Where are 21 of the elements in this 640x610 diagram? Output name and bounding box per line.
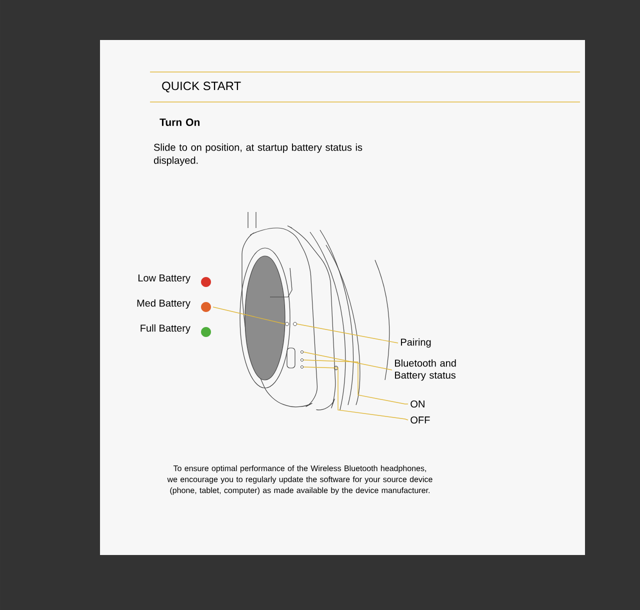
leader-line	[296, 324, 398, 344]
legend-label: Low Battery	[138, 274, 190, 284]
led-indicator	[293, 322, 297, 326]
instruction-text: Slide to on position, at startup battery status is displayed.	[154, 144, 362, 166]
pairing-label: Pairing	[401, 338, 431, 348]
status-label: Bluetooth and Battery status	[395, 359, 456, 381]
footnote-text: To ensure optimal performance of the Wireless Bluetooth headphones, we encourage you to regularly update the software for your source device (phone, tablet, computer) as made available by the device manufacturer.	[167, 465, 432, 495]
leader-line	[303, 352, 392, 370]
off-label: OFF	[410, 416, 430, 424]
led-indicator	[285, 322, 289, 326]
title: QUICK START	[162, 82, 241, 92]
leader-line	[303, 366, 408, 420]
port-hole	[300, 358, 304, 362]
on-label: ON	[410, 400, 424, 408]
port-hole	[300, 365, 304, 369]
leader-line	[303, 360, 408, 404]
heading: Turn On	[160, 118, 200, 126]
port-hole	[300, 350, 304, 354]
legend-label: Med Battery	[137, 299, 190, 309]
leader-line	[212, 306, 286, 324]
legend-label: Full Battery	[140, 324, 190, 334]
